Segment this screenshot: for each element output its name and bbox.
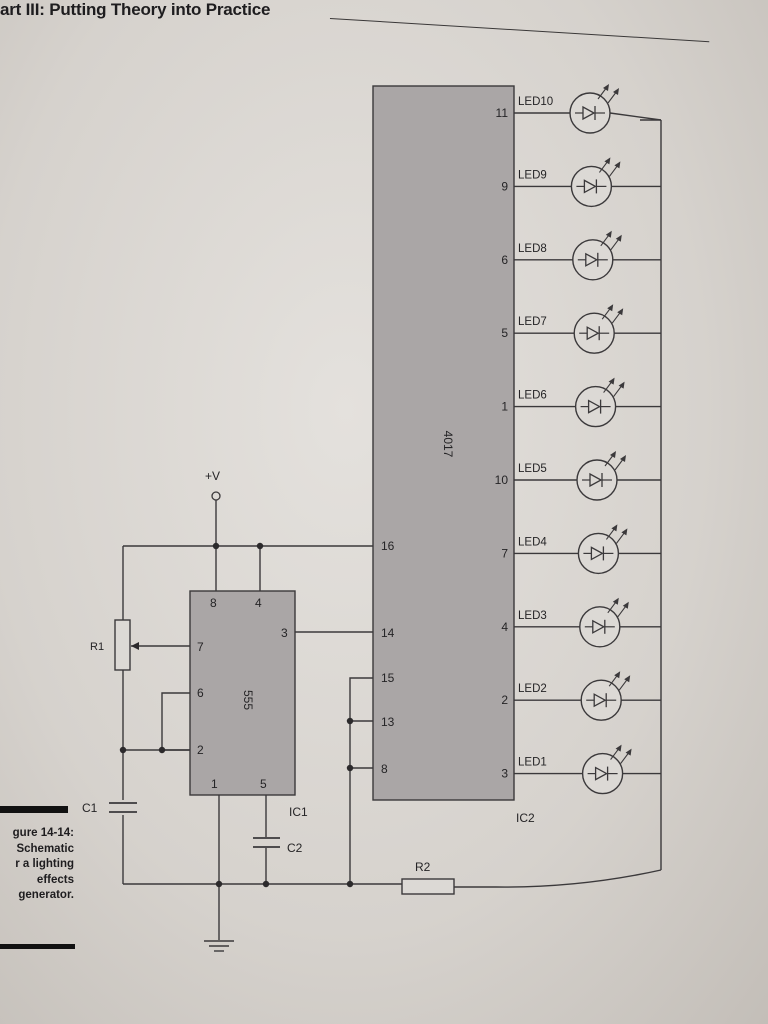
- ic-4017-ref: IC2: [516, 811, 535, 825]
- led-icon: [579, 597, 629, 648]
- caption-line: generator.: [18, 889, 74, 901]
- led-stage: 7 LED4: [501, 524, 661, 575]
- pin-number: 1: [211, 777, 218, 791]
- led-icon: [569, 84, 619, 134]
- led-stage: 1 LED6: [501, 377, 661, 428]
- ic-555-pins: 8 4 3 7 6 2 1 5: [197, 596, 288, 791]
- pin-number: 8: [210, 596, 217, 610]
- ic-4017-name: 4017: [441, 431, 455, 458]
- resistor-r2: R2: [401, 860, 455, 895]
- pin-number: 14: [381, 626, 395, 640]
- pin-number: 1: [501, 400, 508, 414]
- pin-number: 3: [501, 767, 508, 781]
- led-icon: [572, 230, 622, 281]
- page-header: art III: Putting Theory into Practice: [0, 0, 271, 19]
- caption-line: effects: [36, 873, 74, 886]
- caption-bar-top: [0, 806, 68, 813]
- figure-caption: gure 14-14: Schematic r a lighting effec…: [0, 826, 74, 904]
- capacitor-c1: C1: [82, 801, 137, 815]
- supply-label: +V: [205, 469, 220, 483]
- ic-4017: 4017 16 14 15 13 8 IC2: [372, 85, 535, 825]
- wires: [122, 119, 662, 940]
- led-label: LED2: [518, 683, 547, 695]
- led-icon: [577, 524, 628, 575]
- led-icon: [580, 671, 631, 721]
- caption-line: Schematic: [16, 842, 74, 855]
- led-icon: [581, 744, 632, 795]
- pin-number: 6: [501, 253, 508, 267]
- pin-number: 7: [197, 640, 204, 654]
- ground-icon: [204, 940, 234, 952]
- led-label: LED7: [518, 316, 547, 328]
- pin-number: 2: [197, 743, 204, 757]
- led-label: LED6: [518, 390, 547, 402]
- led-icon: [576, 451, 626, 501]
- pin-number: 7: [501, 546, 508, 560]
- ic-555-ref: IC1: [289, 805, 308, 819]
- led-label: LED9: [518, 169, 547, 181]
- ic-4017-left-pins: 16 14 15 13 8: [381, 539, 395, 776]
- led-stage: 11 LED10: [496, 84, 662, 134]
- ic-555-name: 555: [241, 690, 255, 710]
- led-stage: 2 LED2: [501, 671, 661, 721]
- c2-label: C2: [287, 841, 303, 855]
- pin-number: 16: [381, 539, 395, 553]
- r1-label: R1: [90, 641, 104, 653]
- led-icon: [574, 377, 625, 428]
- pin-number: 4: [501, 620, 508, 634]
- led-stage: 9 LED9: [501, 157, 661, 208]
- led-label: LED1: [518, 757, 547, 769]
- led-label: LED4: [518, 536, 547, 548]
- pin-number: 11: [496, 106, 509, 120]
- pin-number: 2: [501, 693, 508, 707]
- pin-number: 13: [381, 715, 395, 729]
- ic-555: 555 8 4 3 7 6 2 1 5 IC1: [189, 590, 308, 819]
- pin-number: 4: [255, 596, 262, 610]
- pin-number: 5: [501, 326, 508, 340]
- led-stage: 10 LED5: [495, 451, 661, 501]
- led-stage: 6 LED8: [501, 230, 661, 281]
- led-icon: [570, 157, 621, 208]
- supply-terminal: +V: [205, 469, 221, 501]
- led-label: LED3: [518, 610, 547, 622]
- led-label: LED5: [518, 463, 547, 475]
- pin-number: 3: [281, 626, 288, 640]
- led-label: LED10: [518, 96, 553, 108]
- led-label: LED8: [518, 243, 547, 255]
- led-stage: 5 LED7: [501, 304, 661, 354]
- c1-label: C1: [82, 801, 98, 815]
- r2-label: R2: [415, 860, 431, 874]
- pin-number: 5: [260, 777, 267, 791]
- pin-number: 10: [495, 473, 509, 487]
- caption-line: r a lighting: [15, 858, 74, 870]
- resistor-r1: R1: [90, 619, 139, 671]
- figure-label: gure 14-14:: [12, 827, 74, 839]
- pin-number: 9: [501, 179, 508, 193]
- pin-number: 8: [381, 762, 388, 776]
- led-outputs: 11LED109LED96LED85LED71LED610LED57LED44L…: [495, 84, 662, 795]
- junction-dots: [119, 542, 354, 888]
- led-icon: [573, 304, 624, 354]
- caption-bar-bottom: [0, 944, 75, 949]
- capacitor-c2: C2: [253, 837, 303, 855]
- pin-number: 6: [197, 686, 204, 700]
- pin-number: 15: [381, 671, 395, 685]
- led-stage: 4 LED3: [501, 597, 661, 648]
- led-stage: 3 LED1: [501, 744, 661, 795]
